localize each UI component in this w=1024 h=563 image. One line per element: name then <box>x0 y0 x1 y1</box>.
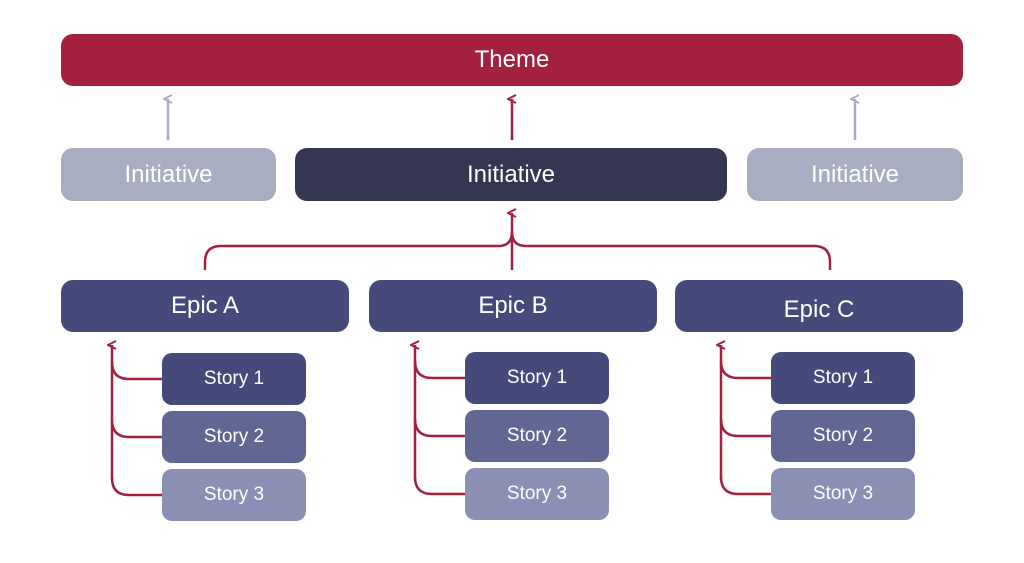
epic-c-story-3: Story 3 <box>771 468 915 520</box>
theme-box: Theme <box>61 34 963 86</box>
epic-label: Epic A <box>170 292 240 319</box>
story-label: Story 2 <box>506 425 568 446</box>
epics-to-initiative-connector <box>203 213 832 270</box>
story-label: Story 2 <box>203 426 265 447</box>
epic-a-box: Epic A <box>61 280 349 332</box>
epic-label: Epic C <box>783 296 855 323</box>
story-label: Story 1 <box>203 368 265 389</box>
story-label: Story 3 <box>506 483 568 504</box>
epic-b-story-1: Story 1 <box>465 352 609 404</box>
initiative-box-3: Initiative <box>747 148 963 201</box>
theme-label: Theme <box>474 46 550 73</box>
story-label: Story 1 <box>812 367 874 388</box>
epic-b-story-2: Story 2 <box>465 410 609 462</box>
story-label: Story 2 <box>812 425 874 446</box>
initiative-label: Initiative <box>466 160 556 188</box>
epic-c-box: Epic C <box>675 280 963 332</box>
epic-c-story-1: Story 1 <box>771 352 915 404</box>
epic-a-story-connectors <box>112 345 162 497</box>
epic-a-story-3: Story 3 <box>162 469 306 521</box>
epic-b-story-3: Story 3 <box>465 468 609 520</box>
epic-a-story-2: Story 2 <box>162 411 306 463</box>
epic-a-story-1: Story 1 <box>162 353 306 405</box>
initiative-label: Initiative <box>810 160 900 188</box>
epic-c-story-connectors <box>721 345 771 496</box>
story-label: Story 1 <box>506 367 568 388</box>
initiative-box-2: Initiative <box>295 148 727 201</box>
epic-b-box: Epic B <box>369 280 657 332</box>
initiative-label: Initiative <box>124 160 213 188</box>
epic-label: Epic B <box>478 292 548 319</box>
epic-b-story-connectors <box>415 345 465 496</box>
story-label: Story 3 <box>203 484 265 505</box>
epic-c-story-2: Story 2 <box>771 410 915 462</box>
story-label: Story 3 <box>812 483 874 504</box>
initiative-box-1: Initiative <box>61 148 276 201</box>
